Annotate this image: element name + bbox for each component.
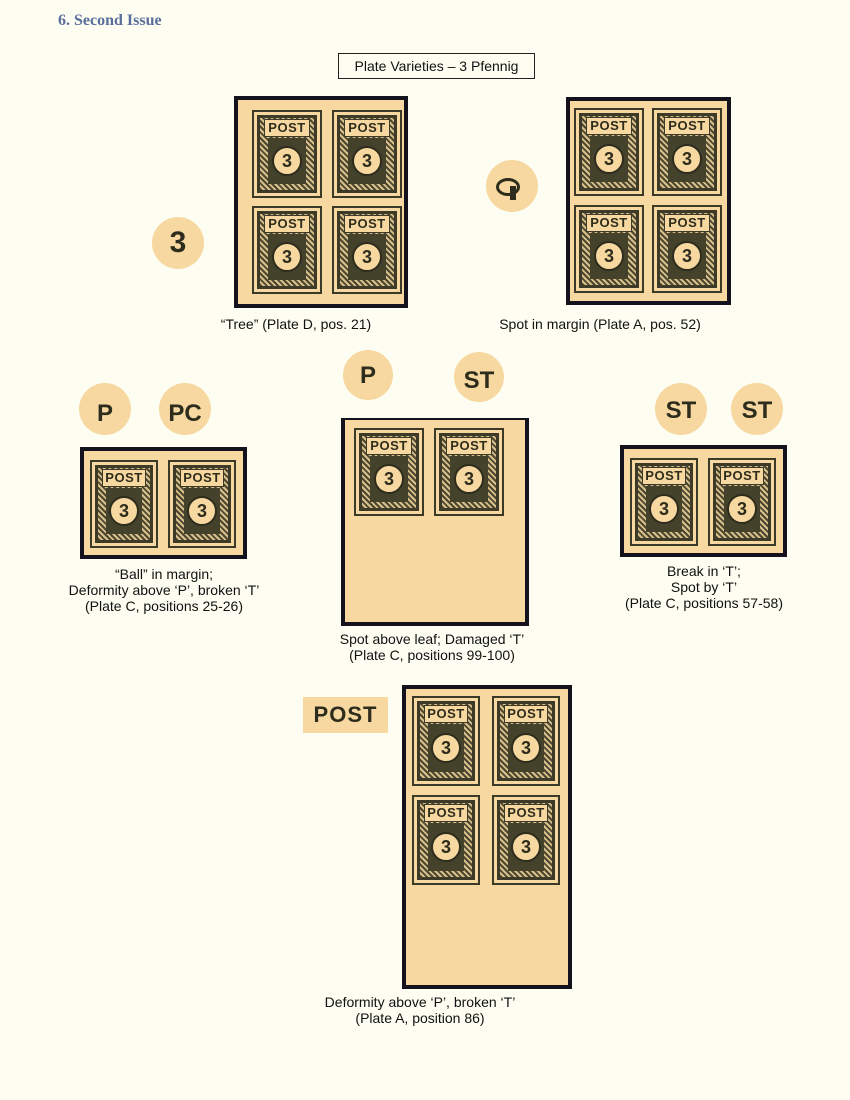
stamp-panel: 3	[428, 724, 464, 772]
stamp-value: 3	[272, 146, 302, 176]
stamp: POST 3	[354, 428, 424, 516]
stamp-post-label: POST	[586, 214, 632, 232]
stamp-panel: 3	[668, 136, 706, 182]
stamp-panel: 3	[348, 234, 386, 280]
stamp-value: 3	[374, 464, 404, 494]
caption-deformity: Deformity above ‘P’, broken ‘T’(Plate A,…	[324, 994, 516, 1026]
zoom-tree-3: 3	[152, 217, 204, 269]
zoom-leaf-p: P	[343, 350, 393, 400]
stamp-value: 3	[511, 733, 541, 763]
stamp-value: 3	[594, 241, 624, 271]
section-heading: 6. Second Issue	[58, 12, 162, 29]
stamp-post-label: POST	[664, 214, 710, 232]
stamp: POST 3	[652, 108, 722, 196]
stamp-post-label: POST	[424, 804, 468, 822]
stamp: POST 3	[90, 460, 158, 548]
stamp-post-label: POST	[720, 467, 764, 485]
stamp-value: 3	[352, 242, 382, 272]
stamp: POST 3	[168, 460, 236, 548]
stamp-value: 3	[511, 832, 541, 862]
stamp: POST 3	[332, 206, 402, 294]
stamp: POST 3	[630, 458, 698, 546]
stamp-value: 3	[431, 733, 461, 763]
caption-tree: “Tree” (Plate D, pos. 21)	[220, 316, 372, 332]
stamp-value: 3	[672, 144, 702, 174]
stamp-panel: 3	[646, 486, 682, 532]
stamp-value: 3	[352, 146, 382, 176]
caption-ball: “Ball” in margin;Deformity above ‘P’, br…	[68, 566, 260, 614]
stamp: POST 3	[412, 795, 480, 885]
stamp-panel: 3	[508, 823, 544, 871]
stamp-panel: 3	[106, 488, 142, 534]
stamp-panel: 3	[668, 233, 706, 279]
stamp-value: 3	[672, 241, 702, 271]
stamp: POST 3	[492, 696, 560, 786]
stamp-value: 3	[727, 494, 757, 524]
caption-spot-leaf: Spot above leaf; Damaged ‘T’(Plate C, po…	[339, 631, 525, 663]
stamp-post-label: POST	[102, 469, 146, 487]
stamp-panel: 3	[184, 488, 220, 534]
stamp-post-label: POST	[586, 117, 632, 135]
stamp-post-label: POST	[264, 119, 310, 137]
stamp-value: 3	[594, 144, 624, 174]
stamp-post-label: POST	[664, 117, 710, 135]
zoom-break-st1: ST	[655, 383, 707, 435]
stamp-panel: 3	[508, 724, 544, 772]
stamp-value: 3	[187, 496, 217, 526]
stamp: POST 3	[332, 110, 402, 198]
stamp: POST 3	[434, 428, 504, 516]
stamp-value: 3	[431, 832, 461, 862]
stamp-panel: 3	[450, 456, 488, 502]
page-title: Plate Varieties – 3 Pfennig	[338, 53, 535, 79]
stamp-post-label: POST	[642, 467, 686, 485]
stamp-post-label: POST	[504, 705, 548, 723]
stamp-post-label: POST	[504, 804, 548, 822]
stamp: POST 3	[252, 206, 322, 294]
stamp: POST 3	[652, 205, 722, 293]
stamp-post-label: POST	[366, 437, 412, 455]
caption-spot-margin: Spot in margin (Plate A, pos. 52)	[499, 316, 701, 332]
zoom-margin-spot	[486, 160, 538, 212]
stamp-post-label: POST	[446, 437, 492, 455]
stamp: POST 3	[412, 696, 480, 786]
stamp-value: 3	[272, 242, 302, 272]
zoom-post-strip: POST	[303, 697, 388, 733]
stamp-post-label: POST	[344, 215, 390, 233]
stamp-panel: 3	[370, 456, 408, 502]
stamp-panel: 3	[428, 823, 464, 871]
zoom-ball-p: P	[79, 383, 131, 435]
stamp-panel: 3	[268, 138, 306, 184]
zoom-ball-pc: PC	[159, 383, 211, 435]
stamp-panel: 3	[348, 138, 386, 184]
stamp: POST 3	[252, 110, 322, 198]
stamp-post-label: POST	[180, 469, 224, 487]
stamp-panel: 3	[724, 486, 760, 532]
stamp-panel: 3	[590, 136, 628, 182]
stamp-post-label: POST	[344, 119, 390, 137]
stamp-post-label: POST	[264, 215, 310, 233]
stamp-panel: 3	[590, 233, 628, 279]
stamp: POST 3	[708, 458, 776, 546]
zoom-break-st2: ST	[731, 383, 783, 435]
stamp: POST 3	[574, 108, 644, 196]
stamp-panel: 3	[268, 234, 306, 280]
stamp: POST 3	[574, 205, 644, 293]
stamp-value: 3	[649, 494, 679, 524]
zoom-leaf-st: ST	[454, 352, 504, 402]
caption-break-t: Break in ‘T’;Spot by ‘T’(Plate C, positi…	[625, 563, 783, 611]
stamp-value: 3	[454, 464, 484, 494]
stamp: POST 3	[492, 795, 560, 885]
stamp-value: 3	[109, 496, 139, 526]
stamp-post-label: POST	[424, 705, 468, 723]
